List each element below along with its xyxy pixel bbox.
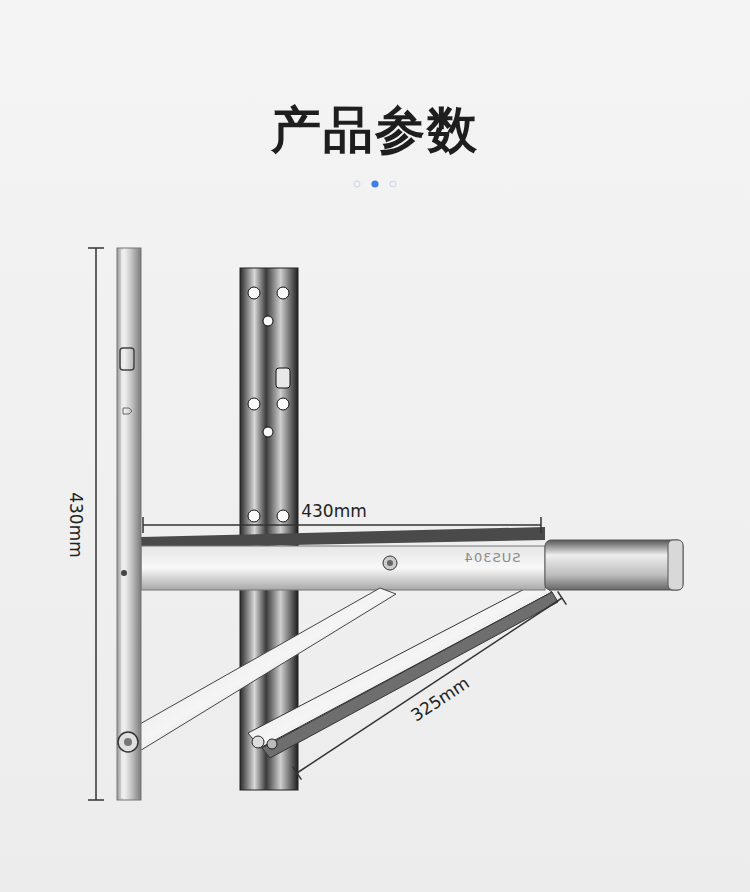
front-bracket bbox=[117, 248, 141, 800]
engraved-mark: SUS304 bbox=[464, 550, 521, 565]
dimension-label: 430mm bbox=[301, 501, 367, 521]
rear-brace bbox=[248, 582, 558, 758]
dimension-lines bbox=[88, 248, 566, 800]
front-brace bbox=[124, 588, 396, 752]
dimension-label: 430mm bbox=[66, 492, 86, 558]
horizontal-arm bbox=[141, 527, 683, 590]
page-dots bbox=[354, 180, 396, 187]
page-title: 产品参数 bbox=[271, 97, 479, 164]
dimension-label: 325mm bbox=[407, 673, 473, 726]
